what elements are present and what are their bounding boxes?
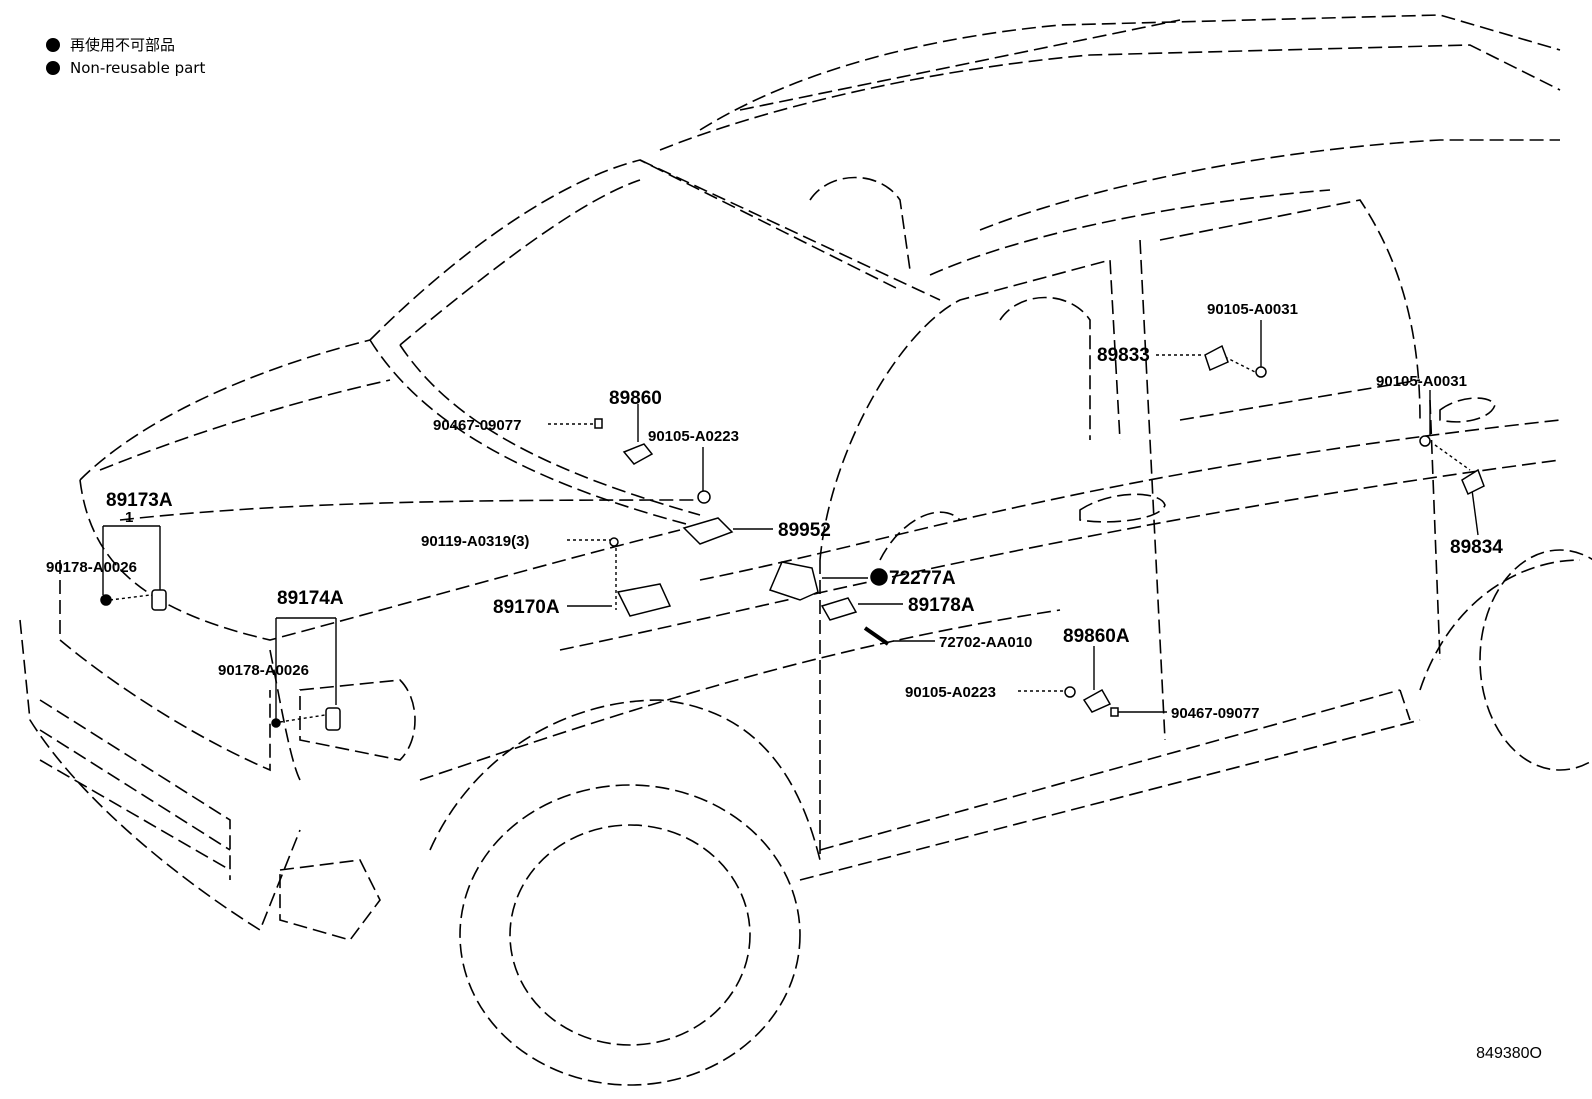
part-glyphs xyxy=(100,344,1485,731)
front-sensor-right-icon xyxy=(325,707,341,731)
label-89170a: 89170A xyxy=(493,597,560,618)
label-89834: 89834 xyxy=(1450,537,1503,558)
label-90467-09077-top: 90467-09077 xyxy=(433,417,521,434)
side-sensor-89860-icon xyxy=(622,443,654,465)
leader-lines xyxy=(102,320,1479,723)
bracket-72277a-icon xyxy=(768,561,819,601)
label-90105-a0223-top: 90105-A0223 xyxy=(648,428,739,445)
bolt-a0223-lower-icon xyxy=(1064,686,1076,698)
label-90178-a0026-right: 90178-A0026 xyxy=(218,662,309,679)
sensor-89834-icon xyxy=(1461,468,1485,496)
bolt-left-icon xyxy=(100,594,112,606)
front-sensor-left-icon xyxy=(151,589,167,611)
label-89173a: 89173A xyxy=(106,490,173,511)
clip-bottom-icon xyxy=(1110,707,1119,717)
legend-english-text: Non-reusable part xyxy=(70,59,206,77)
label-89860: 89860 xyxy=(609,388,662,409)
bolt-a0031-right-icon xyxy=(1419,435,1431,447)
label-89952: 89952 xyxy=(778,520,831,541)
airbag-ecu-icon xyxy=(616,583,672,617)
label-72702-aa010: 72702-AA010 xyxy=(939,634,1032,651)
non-reusable-dot-icon xyxy=(46,37,60,52)
non-reusable-72277a-dot-icon xyxy=(870,568,888,586)
label-90105-a0031-upper: 90105-A0031 xyxy=(1207,301,1298,318)
side-sensor-89860a-icon xyxy=(1082,688,1112,713)
sensor-89952-icon xyxy=(682,517,734,545)
vehicle-outline xyxy=(19,14,1592,1086)
label-90467-09077-bottom: 90467-09077 xyxy=(1171,705,1259,722)
bolt-a0223-icon xyxy=(697,490,711,504)
sensor-89178a-icon xyxy=(820,597,858,621)
legend-japanese-text: 再使用不可部品 xyxy=(70,36,176,54)
bolt-right-icon xyxy=(271,718,281,728)
non-reusable-dot-icon xyxy=(46,61,60,75)
sensor-89833-icon xyxy=(1204,344,1229,372)
label-90105-a0223-bottom: 90105-A0223 xyxy=(905,684,996,701)
label-90105-a0031-right: 90105-A0031 xyxy=(1376,373,1467,390)
bolt-aa010-icon xyxy=(863,626,890,646)
clip-top-icon xyxy=(594,418,603,429)
reference-code: 849380O xyxy=(1476,1045,1542,1062)
label-89833: 89833 xyxy=(1097,345,1150,366)
label-90119-a0319: 90119-A0319(3) xyxy=(421,533,529,550)
callout-labels: 89173A 1 90178-A0026 89174A 90178-A0026 … xyxy=(46,301,1503,722)
legend-japanese: 再使用不可部品 xyxy=(46,34,175,55)
bolt-a0031-upper-icon xyxy=(1255,366,1267,378)
label-89178a: 89178A xyxy=(908,595,975,616)
label-89174a: 89174A xyxy=(277,588,344,609)
label-90178-a0026-left: 90178-A0026 xyxy=(46,559,137,576)
screw-a0319-icon xyxy=(609,537,619,547)
label-bracket-index: 1 xyxy=(125,509,133,526)
label-72277a: 72277A xyxy=(889,568,956,589)
legend-english: Non-reusable part xyxy=(46,59,205,77)
label-89860a: 89860A xyxy=(1063,626,1130,647)
